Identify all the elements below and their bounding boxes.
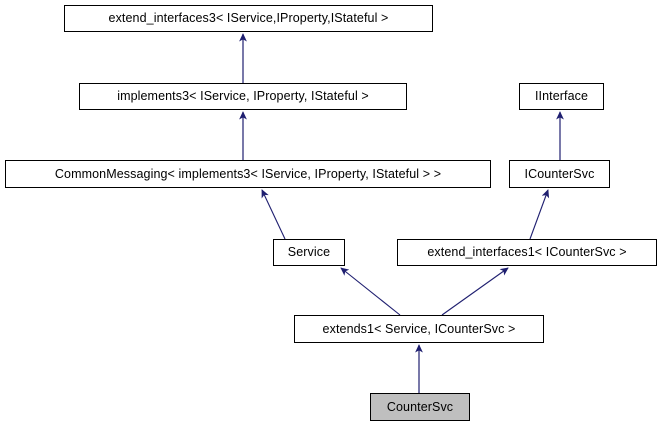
node-implements3[interactable]: implements3< IService, IProperty, IState… — [79, 83, 407, 110]
node-label: ICounterSvc — [524, 166, 595, 181]
node-extend-interfaces3[interactable]: extend_interfaces3< IService,IProperty,I… — [64, 5, 433, 32]
edge-extends1-to-service — [340, 267, 401, 316]
node-countersvc[interactable]: CounterSvc — [370, 393, 470, 421]
edge-service-to-commonmessaging — [261, 189, 286, 240]
node-commonmessaging[interactable]: CommonMessaging< implements3< IService, … — [5, 160, 491, 188]
node-icountersvc[interactable]: ICounterSvc — [509, 160, 610, 188]
node-extends1[interactable]: extends1< Service, ICounterSvc > — [294, 315, 544, 343]
node-iinterface[interactable]: IInterface — [519, 83, 604, 110]
edge-extend_interfaces1-to-icountersvc — [529, 189, 550, 240]
node-label: CounterSvc — [386, 399, 454, 414]
node-label: CommonMessaging< implements3< IService, … — [54, 166, 442, 181]
edge-extends1-to-extend_interfaces1 — [441, 267, 509, 316]
node-label: implements3< IService, IProperty, IState… — [117, 89, 369, 104]
node-label: extend_interfaces3< IService,IProperty,I… — [108, 11, 389, 26]
node-label: extend_interfaces1< ICounterSvc > — [427, 245, 627, 260]
node-service[interactable]: Service — [273, 239, 345, 266]
node-extend-interfaces1[interactable]: extend_interfaces1< ICounterSvc > — [397, 239, 657, 266]
node-label: Service — [287, 245, 331, 260]
node-label: IInterface — [534, 89, 589, 104]
node-label: extends1< Service, ICounterSvc > — [322, 321, 516, 336]
